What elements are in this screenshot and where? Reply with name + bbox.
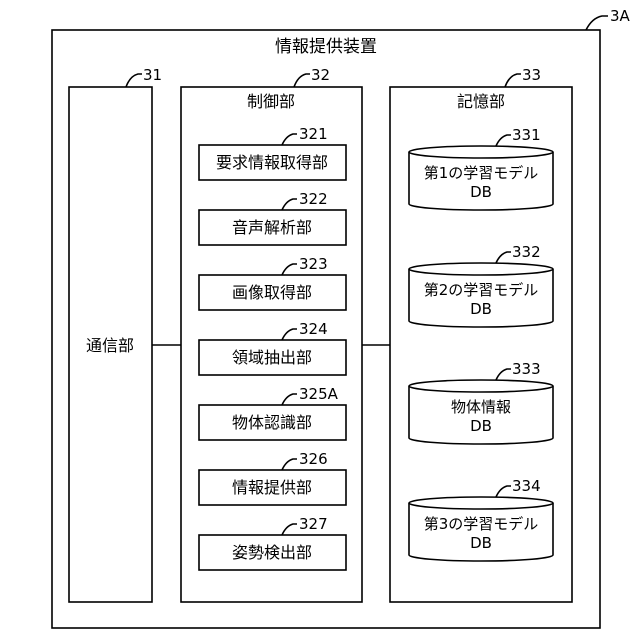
database-ref-leader (496, 135, 511, 146)
device-title: 情報提供装置 (275, 37, 377, 57)
storage-databases: 第1の学習モデルDB331第2の学習モデルDB332物体情報DB333第3の学習… (409, 126, 553, 561)
control-module: 画像取得部 323 (199, 255, 346, 310)
database-cylinder: 物体情報DB 333 (409, 360, 553, 444)
database-cylinder: 第2の学習モデルDB 332 (409, 243, 553, 327)
module-label: 音声解析部 (232, 218, 312, 237)
control-module: 要求情報取得部 321 (199, 125, 346, 180)
module-ref: 324 (299, 320, 328, 338)
database-ref-leader (496, 486, 511, 497)
module-ref: 323 (299, 255, 328, 273)
database-label-line2: DB (470, 300, 492, 318)
control-module: 姿勢検出部 327 (199, 515, 346, 570)
control-ref: 32 (311, 66, 330, 84)
device-ref: 3A (610, 7, 631, 25)
storage-label: 記憶部 (457, 92, 505, 111)
database-label-line2: DB (470, 417, 492, 435)
module-ref-leader (282, 524, 297, 535)
control-module: 物体認識部 325A (199, 385, 346, 440)
database-ref-leader (496, 369, 511, 380)
module-ref-leader (282, 459, 297, 470)
database-ref: 332 (512, 243, 541, 261)
module-label: 要求情報取得部 (216, 153, 328, 172)
module-label: 画像取得部 (232, 283, 312, 302)
database-ref: 334 (512, 477, 541, 495)
control-module: 音声解析部 322 (199, 190, 346, 245)
storage-ref-leader (505, 74, 521, 87)
database-label-line2: DB (470, 534, 492, 552)
database-top (409, 497, 553, 509)
storage-ref: 33 (522, 66, 541, 84)
module-ref-leader (282, 199, 297, 210)
database-cylinder: 第1の学習モデルDB 331 (409, 126, 553, 210)
module-ref: 327 (299, 515, 328, 533)
control-module: 情報提供部 326 (199, 450, 346, 505)
database-label-line2: DB (470, 183, 492, 201)
module-ref-leader (282, 394, 297, 405)
database-label-line1: 物体情報 (451, 398, 511, 416)
database-label-line1: 第3の学習モデル (424, 515, 539, 533)
control-unit: 制御部 32 要求情報取得部 321 音声解析部 322 画像取得部 323 領域抽出部 32… (181, 66, 362, 602)
module-label: 物体認識部 (232, 413, 312, 432)
module-label: 情報提供部 (232, 478, 312, 497)
module-ref-leader (282, 134, 297, 145)
database-label-line1: 第2の学習モデル (424, 281, 539, 299)
database-cylinder: 第3の学習モデルDB 334 (409, 477, 553, 561)
comm-label: 通信部 (86, 336, 134, 355)
storage-unit: 記憶部 33 第1の学習モデルDB331第2の学習モデルDB332物体情報DB3… (390, 66, 572, 602)
control-ref-leader (294, 74, 310, 87)
control-label: 制御部 (247, 92, 295, 111)
database-top (409, 263, 553, 275)
database-label-line1: 第1の学習モデル (424, 164, 539, 182)
device-ref-leader (586, 16, 608, 30)
database-ref-leader (496, 252, 511, 263)
module-ref: 325A (299, 385, 339, 403)
comm-ref: 31 (143, 66, 162, 84)
module-ref-leader (282, 329, 297, 340)
module-ref-leader (282, 264, 297, 275)
module-label: 領域抽出部 (232, 348, 312, 367)
module-ref: 326 (299, 450, 328, 468)
control-module: 領域抽出部 324 (199, 320, 346, 375)
module-ref: 322 (299, 190, 328, 208)
module-ref: 321 (299, 125, 328, 143)
database-ref: 333 (512, 360, 541, 378)
comm-unit: 通信部 31 (69, 66, 162, 602)
database-top (409, 146, 553, 158)
control-modules: 要求情報取得部 321 音声解析部 322 画像取得部 323 領域抽出部 324 物体認識部 3… (199, 125, 346, 570)
database-ref: 331 (512, 126, 541, 144)
comm-ref-leader (126, 74, 142, 87)
module-label: 姿勢検出部 (232, 543, 312, 562)
database-top (409, 380, 553, 392)
